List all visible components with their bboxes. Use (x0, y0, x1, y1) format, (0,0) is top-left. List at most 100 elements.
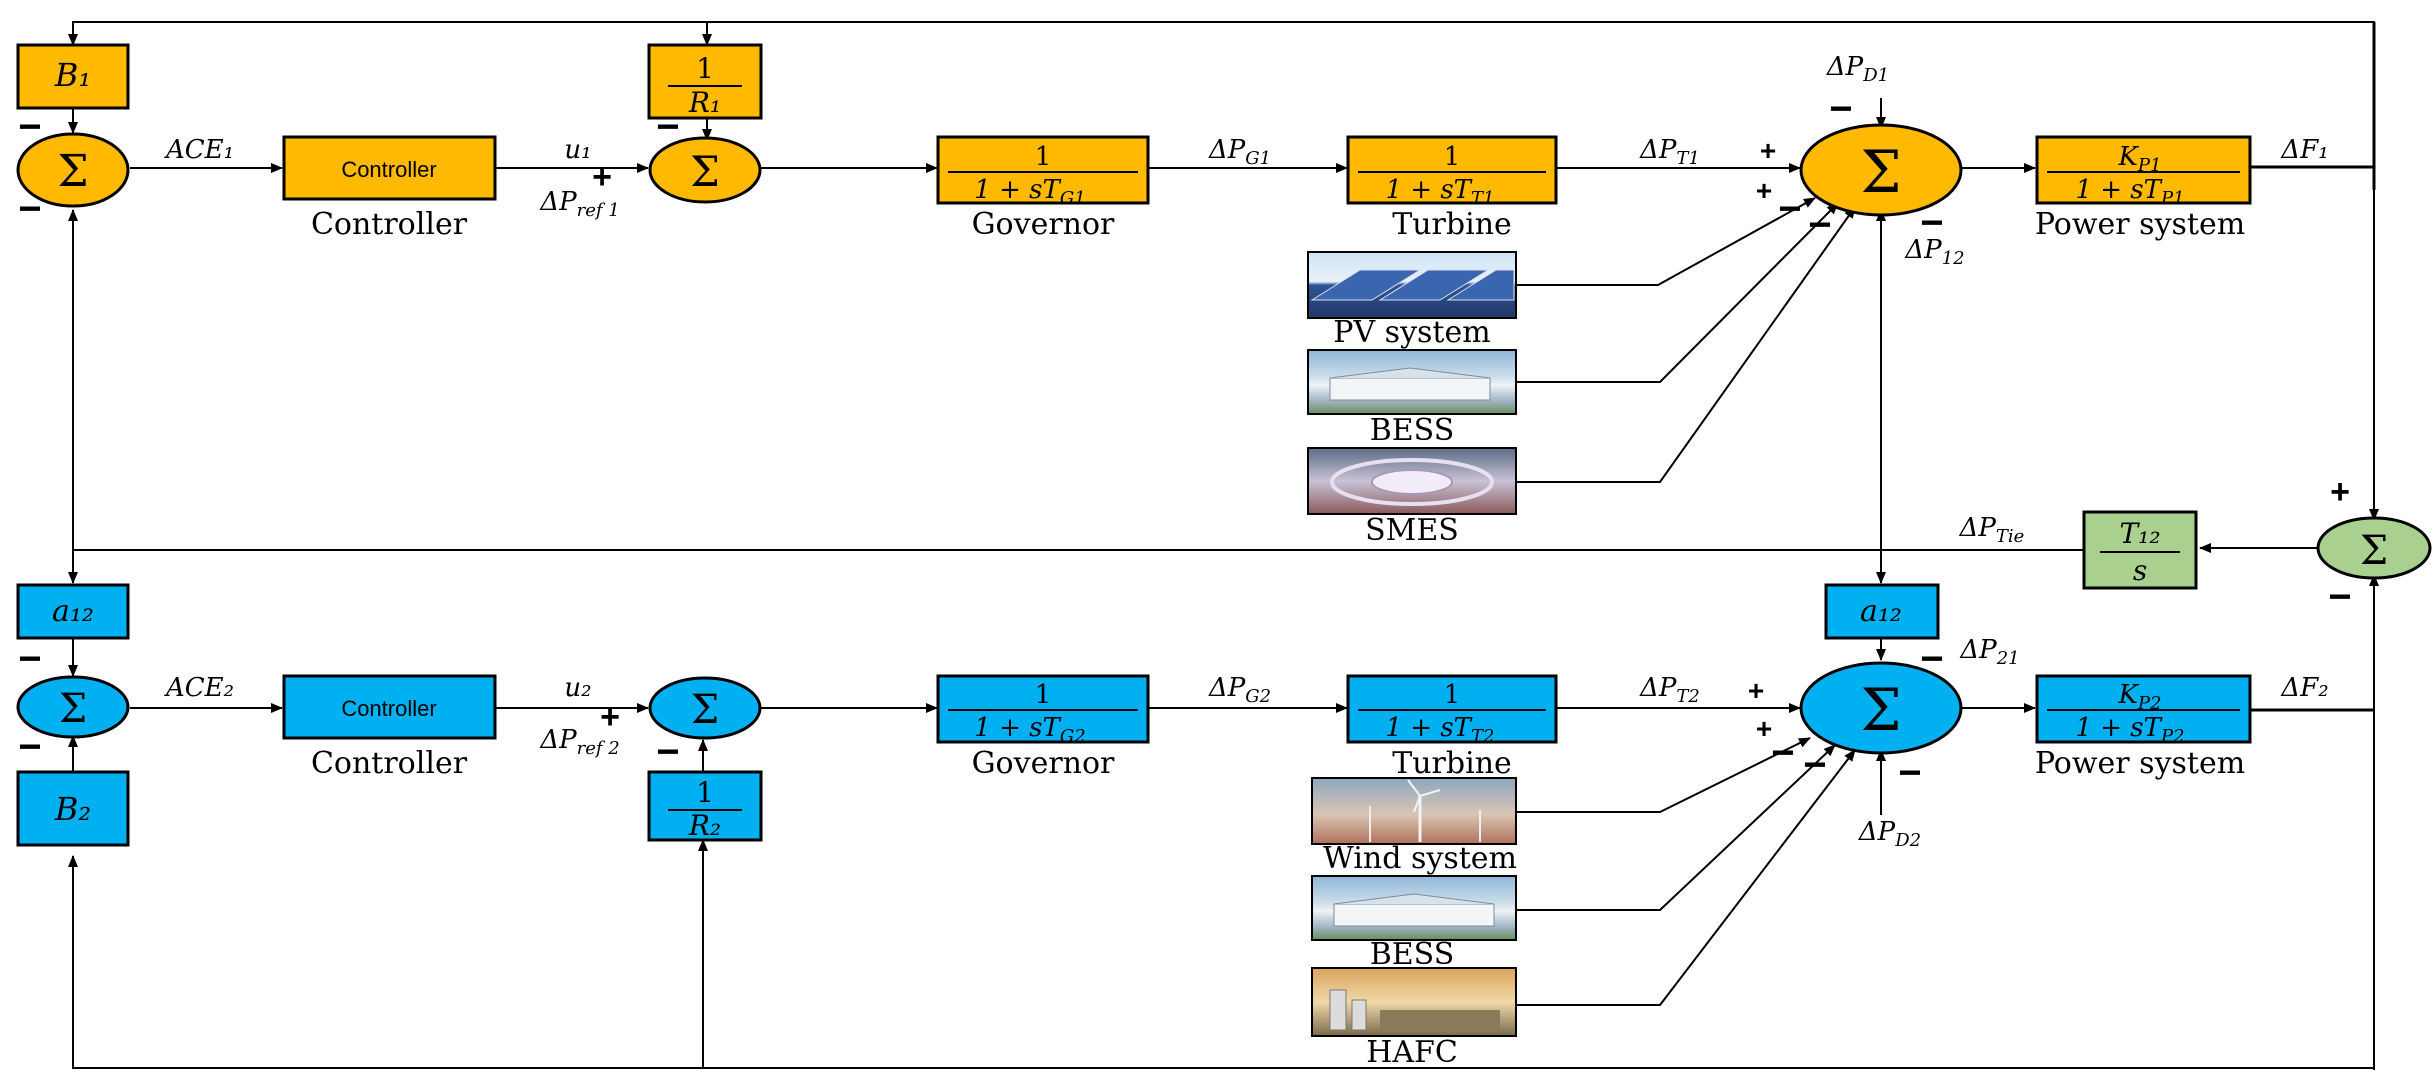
dp12-sub: 12 (1942, 248, 1965, 269)
svg-text:ΔPref 2: ΔPref 2 (539, 725, 619, 759)
smes-image (1307, 447, 1517, 515)
dpt1-sub: T1 (1676, 148, 1699, 169)
turbine-1-numerator: 1 (1444, 142, 1461, 172)
turbine-2-numerator: 1 (1444, 680, 1461, 710)
governor-block-1[interactable] (936, 135, 1150, 205)
minus-sign: − (656, 105, 679, 149)
minus-sign: − (18, 725, 41, 769)
dpt1-label: ΔP (1639, 135, 1677, 165)
governor-2-numerator: 1 (1035, 680, 1052, 710)
plus-sign: + (1748, 675, 1764, 706)
plus-sign: + (600, 698, 620, 736)
smes-label: SMES (1365, 513, 1459, 548)
bias-b2-text: B₂ (54, 790, 91, 828)
svg-text:1 + sTG2: 1 + sTG2 (974, 713, 1085, 747)
pv-system-image (1307, 251, 1517, 319)
pv-system-label: PV system (1333, 315, 1490, 350)
sigma-icon: Σ (2360, 528, 2388, 574)
sigma-icon: Σ (690, 147, 720, 196)
ace2-label: ACE₂ (164, 673, 234, 703)
bias-block-b1[interactable] (16, 43, 130, 110)
svg-text:ΔP21: ΔP21 (1959, 635, 2019, 669)
sigma-icon: Σ (57, 146, 88, 197)
dpg1-label: ΔP (1208, 135, 1246, 165)
governor-1-numerator: 1 (1035, 142, 1052, 172)
svg-text:1 + sTP1: 1 + sTP1 (2075, 175, 2184, 209)
bias-b1-text: B₁ (54, 56, 91, 94)
dp12-label: ΔP (1904, 235, 1942, 265)
power-system-1-denominator: 1 + sT (2075, 175, 2162, 205)
plus-sign: + (1760, 135, 1776, 166)
a12-right-text: a₁₂ (1860, 594, 1902, 629)
svg-text:ΔPG1: ΔPG1 (1208, 135, 1271, 169)
tie-summing-junction[interactable] (2316, 516, 2432, 580)
minus-sign: − (1920, 201, 1943, 245)
governor-2-denominator-sub: G2 (1060, 726, 1086, 747)
plus-sign: + (592, 158, 612, 196)
tie-line: T₁₂ s Σ ΔPTie (1959, 510, 2432, 590)
power-system-1-denominator-sub: P1 (2160, 188, 2185, 209)
pref1-label: ΔP (539, 187, 577, 217)
bias-block-b2[interactable] (16, 770, 130, 847)
plus-sign: + (2330, 473, 2350, 511)
governor-2-denominator: 1 + sT (974, 713, 1061, 743)
u2-summing-junction[interactable] (648, 676, 762, 740)
tie-line-numerator: T₁₂ (2119, 517, 2160, 550)
turbine-1-denominator: 1 + sT (1385, 175, 1472, 205)
signal-lines (68, 21, 2379, 1070)
governor-1-denominator-sub: G1 (1060, 188, 1086, 209)
droop-block-r1[interactable] (647, 43, 763, 120)
sigma-icon: Σ (59, 686, 87, 732)
controller-1-label: Controller (311, 207, 468, 242)
minus-sign: − (1829, 87, 1852, 131)
area1-power-summing-junction[interactable] (1799, 123, 1963, 217)
signal-labels: ACE₁ u₁ ΔPref 1 ΔPG1 ΔPT1 ΔPD1 ΔP12 ΔF₁ … (164, 52, 2329, 851)
svg-text:ΔPT2: ΔPT2 (1639, 673, 1700, 707)
minus-sign: − (2328, 575, 2351, 619)
turbine-2-denominator: 1 + sT (1385, 713, 1472, 743)
hafc-label: HAFC (1366, 1035, 1458, 1070)
svg-text:ΔPTie: ΔPTie (1959, 513, 2025, 547)
power-system-1-numerator-sub: P1 (2137, 155, 2162, 176)
minus-sign: − (656, 730, 679, 774)
droop-block-r2[interactable] (647, 770, 763, 842)
svg-text:ΔPG2: ΔPG2 (1208, 673, 1271, 707)
svg-text:KP1: KP1 (2117, 142, 2161, 176)
df2-label: ΔF₂ (2280, 673, 2328, 703)
minus-sign: − (1808, 203, 1831, 247)
minus-sign: − (1778, 187, 1801, 231)
ace2-summing-junction[interactable] (16, 675, 130, 739)
governor-1-label: Governor (972, 207, 1115, 242)
ace1-summing-junction[interactable] (16, 132, 130, 208)
turbine-2-label: Turbine (1392, 746, 1512, 781)
turbine-block-1[interactable] (1346, 135, 1558, 205)
controller-block-1[interactable] (282, 135, 497, 201)
a12-block-right[interactable] (1824, 583, 1940, 640)
minus-sign: − (18, 105, 41, 149)
controller-2-inside-text: Controller (341, 696, 436, 721)
controller-block-2[interactable] (282, 674, 497, 740)
bess-label-area1: BESS (1370, 413, 1455, 448)
power-system-2-label: Power system (2035, 746, 2245, 781)
area-2: a₁₂ Σ B₂ Controller Controller Σ 1 R₂ 1 … (16, 583, 2252, 1070)
a12-block-left[interactable] (16, 583, 130, 640)
minus-sign: − (1803, 743, 1826, 787)
power-system-1-numerator: K (2117, 142, 2139, 172)
droop-r1-denominator: R₁ (688, 86, 721, 119)
minus-sign: − (1920, 637, 1943, 681)
u1-summing-junction[interactable] (648, 136, 762, 204)
bess-image-area1 (1307, 349, 1517, 415)
a12-left-text: a₁₂ (52, 594, 94, 629)
dp21-sub: 21 (1996, 648, 2020, 669)
controller-2-label: Controller (311, 746, 468, 781)
dpd1-label: ΔP (1826, 52, 1864, 82)
area2-power-summing-junction[interactable] (1799, 661, 1963, 755)
dpg2-label: ΔP (1208, 673, 1246, 703)
u2-label: u₂ (564, 673, 591, 703)
tie-line-block[interactable] (2082, 510, 2198, 590)
svg-text:ΔP12: ΔP12 (1904, 235, 1964, 269)
controller-1-inside-text: Controller (341, 157, 436, 182)
power-system-block-1[interactable] (2035, 135, 2252, 205)
minus-sign: − (18, 637, 41, 681)
